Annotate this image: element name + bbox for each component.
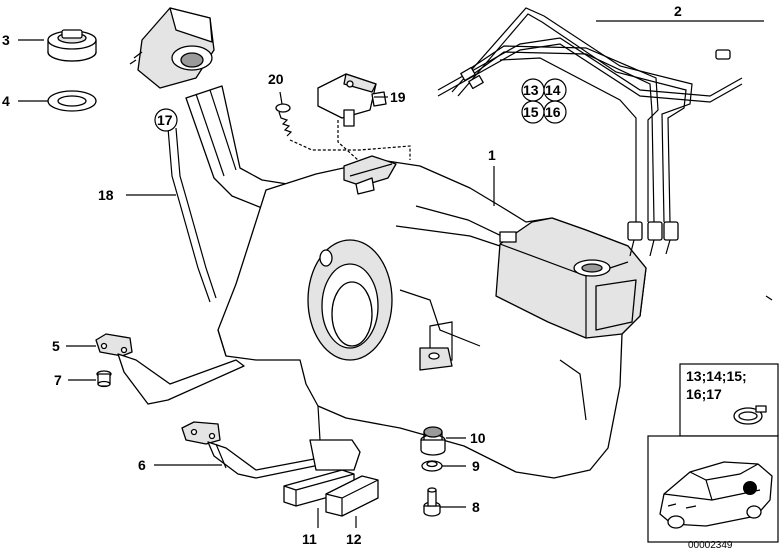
label-6: 6 — [138, 457, 146, 473]
sensor-part — [317, 73, 387, 127]
leader-line-20 — [279, 91, 283, 105]
hose-clamp-icon — [733, 405, 767, 425]
label-1: 1 — [488, 147, 496, 163]
kit-box-line2: 16;17 — [686, 386, 722, 402]
label-9: 9 — [472, 458, 480, 474]
kit-box: 13;14;15; 16;17 — [679, 363, 779, 437]
label-18: 18 — [98, 187, 114, 203]
label-4: 4 — [2, 93, 10, 109]
circled-text-16: 16 — [545, 104, 561, 120]
label-5: 5 — [52, 338, 60, 354]
pad-11-part — [283, 439, 361, 507]
circled-label-17: 17 — [154, 108, 178, 132]
vent-valve-assembly — [343, 155, 397, 195]
label-12: 12 — [346, 531, 362, 547]
leader-line-19-dashed — [337, 120, 359, 161]
circled-label-group-13-16: 13 14 15 16 — [521, 78, 567, 124]
label-19: 19 — [390, 89, 406, 105]
washer-9-part — [421, 460, 443, 472]
circled-text-14: 14 — [545, 82, 561, 98]
label-2: 2 — [674, 3, 682, 19]
label-20: 20 — [268, 71, 284, 87]
tank-location-marker — [743, 481, 757, 495]
label-3: 3 — [2, 32, 10, 48]
screw-spring-part — [275, 103, 293, 137]
grommet-10-part — [420, 426, 446, 456]
label-8: 8 — [472, 499, 480, 515]
gasket-ring-part — [47, 90, 97, 112]
filler-neck-housing — [129, 7, 215, 89]
circled-text-13: 13 — [523, 82, 539, 98]
label-7: 7 — [54, 372, 62, 388]
kit-box-line1: 13;14;15; — [686, 368, 747, 384]
tank-strap-lower — [181, 421, 335, 479]
bolt-7-part — [96, 370, 112, 388]
reference-number: 00002349 — [688, 540, 733, 551]
filler-cap-part — [47, 29, 97, 62]
pad-12-part — [325, 475, 379, 517]
corner-tick — [765, 295, 773, 301]
circled-text-17: 17 — [157, 112, 173, 128]
car-outline-icon — [659, 461, 773, 529]
circled-text-15: 15 — [523, 104, 539, 120]
car-location-box — [647, 435, 779, 543]
label-11: 11 — [302, 531, 317, 547]
bolt-8-part — [423, 487, 441, 517]
tank-strap-upper — [95, 333, 245, 405]
fuel-tank-part — [217, 159, 647, 479]
fuel-lines-part — [437, 7, 743, 257]
label-10: 10 — [470, 430, 486, 446]
vent-pipe-part — [167, 127, 217, 303]
leader-line-20-dashed — [289, 139, 411, 160]
